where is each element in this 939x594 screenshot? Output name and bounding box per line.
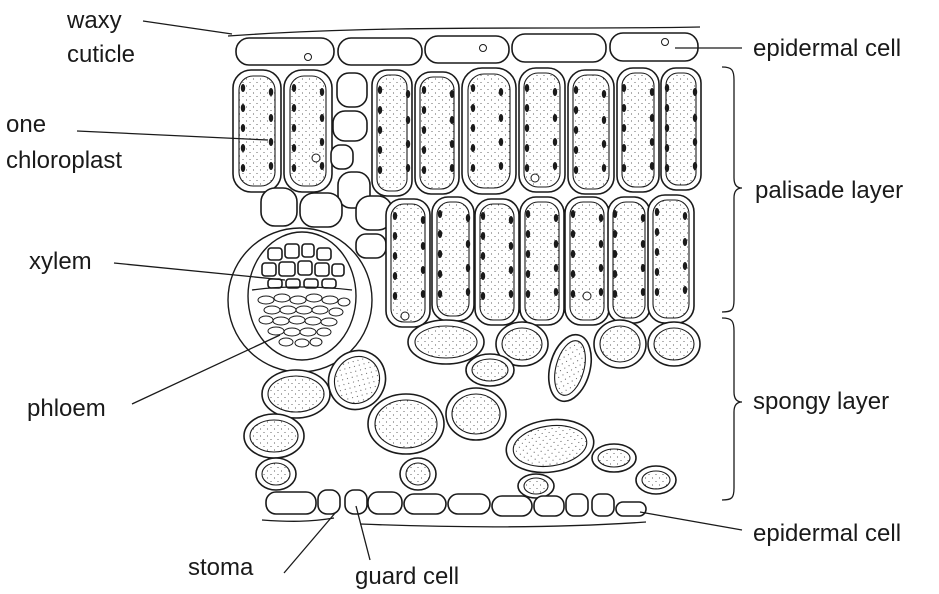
label-chloroplast: chloroplast xyxy=(6,147,122,174)
label-stoma: stoma xyxy=(188,554,254,581)
label-cuticle: cuticle xyxy=(67,41,135,68)
palisade-cell xyxy=(233,70,281,192)
lower-epidermal-cell xyxy=(404,494,446,514)
label-spongy-layer: spongy layer xyxy=(753,388,889,415)
label-epidermal-cell-top: epidermal cell xyxy=(753,35,901,62)
lower-cuticle-line xyxy=(262,518,334,521)
spongy-bracket xyxy=(722,318,742,500)
filler-cell xyxy=(261,188,297,226)
lower-epidermal-cell xyxy=(368,492,402,514)
guard-cell xyxy=(592,494,614,516)
upper-epidermal-cell xyxy=(610,33,698,61)
label-palisade-layer: palisade layer xyxy=(755,177,903,204)
label-waxy: waxy xyxy=(66,7,122,34)
label-epidermal-cell-bottom: epidermal cell xyxy=(753,520,901,547)
vascular-bundle xyxy=(228,228,372,372)
upper-epidermal-cell xyxy=(236,38,334,65)
phloem-pointer xyxy=(132,335,280,404)
palisade-cell xyxy=(462,68,516,194)
upper-epidermal-cell xyxy=(338,38,422,65)
lower-epidermal-cell xyxy=(616,502,646,516)
filler-cell xyxy=(356,234,386,258)
layer-brackets xyxy=(722,67,742,500)
upper-epidermis xyxy=(228,27,700,65)
label-phloem: phloem xyxy=(27,395,106,422)
filler-cell xyxy=(300,193,342,227)
upper-epidermal-cell xyxy=(512,34,606,62)
guard-cell-left xyxy=(318,490,340,514)
label-one: one xyxy=(6,111,46,138)
guard-cell xyxy=(566,494,588,516)
filler-cell xyxy=(337,73,367,107)
label-guard-cell: guard cell xyxy=(355,563,459,590)
palisade-bracket xyxy=(722,67,742,312)
lower-epidermal-cell xyxy=(448,494,490,514)
filler-cell xyxy=(331,145,353,169)
lower-epidermal-cell xyxy=(266,492,316,514)
lower-epidermal-cell xyxy=(492,496,532,516)
lower-epidermis xyxy=(262,490,646,527)
palisade-cell xyxy=(284,70,332,192)
label-xylem: xylem xyxy=(29,248,92,275)
palisade-cell xyxy=(648,195,694,323)
filler-cell xyxy=(333,111,367,141)
epidermal-cell-bottom-pointer xyxy=(640,512,742,530)
waxy-cuticle-pointer xyxy=(143,21,232,34)
upper-epidermal-cell xyxy=(425,36,509,63)
lower-epidermal-cell xyxy=(534,496,564,516)
guard-cell-pointer xyxy=(356,506,370,560)
guard-cell-right xyxy=(345,490,367,514)
